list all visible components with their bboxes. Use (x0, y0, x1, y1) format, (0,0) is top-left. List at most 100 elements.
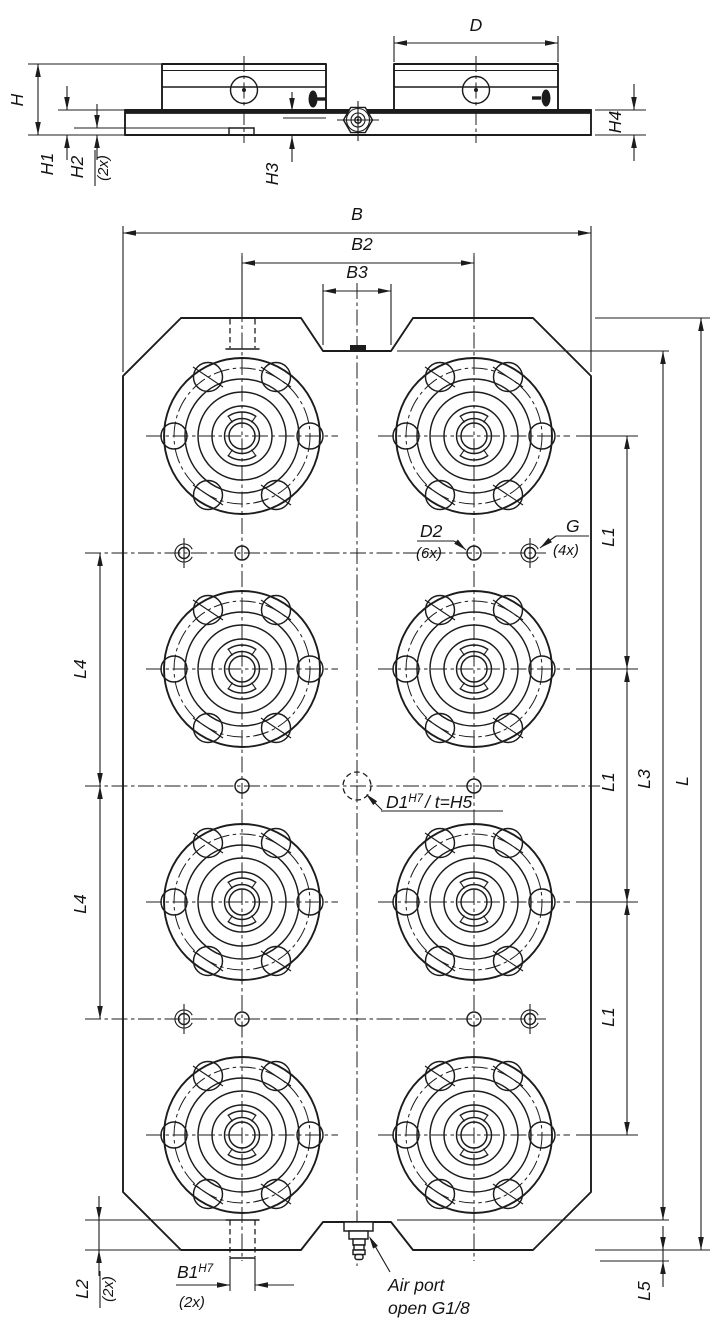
dimension-arrowhead (394, 40, 407, 46)
dimension-arrowhead (97, 1006, 103, 1019)
dimension-arrowhead (242, 260, 255, 266)
dimension-arrowhead (366, 794, 378, 806)
clamping-module-side (161, 56, 327, 143)
callout-count-G: (4x) (553, 542, 579, 559)
dimension-arrowhead (289, 98, 295, 111)
dimension-arrowhead (660, 1261, 666, 1274)
callout-label-G: G (566, 516, 580, 536)
dimension-arrowhead (540, 537, 552, 548)
dim-label-B2: B2 (351, 234, 373, 254)
d1-bore (342, 771, 372, 801)
clamping-module (392, 590, 556, 748)
dimension-arrowhead (123, 230, 136, 236)
dim-count-B1: (2x) (179, 1294, 205, 1311)
dim-label-D: D (470, 15, 483, 35)
dim-label-B3: B3 (346, 262, 368, 282)
dim-label-H3: H3 (262, 163, 282, 186)
dimension-arrowhead (545, 40, 558, 46)
dimension-arrowhead (660, 1207, 666, 1220)
dim-label-L3: L3 (634, 769, 654, 789)
plan-view (85, 253, 638, 1291)
dimension-arrowhead (217, 1282, 230, 1288)
dimension-arrowhead (64, 135, 70, 148)
clamping-module (160, 1056, 324, 1214)
clamp-screw-icon (308, 90, 326, 108)
dim-label-L5: L5 (634, 1281, 654, 1301)
callout-G: G (4x) (539, 516, 589, 559)
side-view-dimensions: H H1 H2 (2x) H3 H4 D (7, 15, 646, 186)
dimension-arrowhead (97, 786, 103, 799)
dimension-arrowhead (289, 136, 295, 149)
dim-label-H2: H2 (67, 156, 87, 179)
d2-holes (234, 545, 482, 1027)
dim-label-L1: L1 (598, 772, 618, 791)
clamping-module (160, 590, 324, 748)
dimension-arrowhead (624, 1122, 630, 1135)
dimension-arrowhead (97, 773, 103, 786)
callout-D1: D1H7/ t=H5 (366, 792, 503, 812)
dimension-arrowhead (624, 669, 630, 682)
dimension-arrowhead (64, 97, 70, 110)
dim-count-H2: (2x) (95, 155, 112, 181)
clamping-module (392, 357, 556, 515)
air-fitting-side (337, 101, 379, 141)
dimension-arrowhead (323, 288, 336, 294)
dimension-arrowhead (624, 902, 630, 915)
clamping-module-side (393, 56, 559, 143)
dimension-arrowhead (624, 656, 630, 669)
plate-outline (122, 317, 592, 1251)
dimension-arrowhead (96, 1250, 102, 1263)
g-thread-holes (174, 538, 539, 1034)
note-air-port: Air port open G1/8 (369, 1236, 470, 1318)
dimension-arrowhead (624, 889, 630, 902)
dimension-arrowhead (35, 122, 41, 135)
callout-label-D1: D1H7/ t=H5 (386, 792, 473, 812)
dim-label-B: B (351, 204, 363, 224)
dimension-arrowhead (255, 1282, 268, 1288)
dim-label-L4: L4 (70, 659, 90, 679)
dim-count-L2: (2x) (100, 1276, 117, 1302)
dim-label-B1: B1H7 (177, 1262, 214, 1282)
clamping-module (160, 823, 324, 981)
clamping-module (392, 823, 556, 981)
dim-label-L2: L2 (72, 1279, 92, 1299)
dimension-arrowhead (96, 1207, 102, 1220)
dimension-arrowhead (578, 230, 591, 236)
dimension-arrowhead (660, 1237, 666, 1250)
centerlines (85, 253, 638, 1266)
dimension-arrowhead (698, 318, 704, 331)
dim-label-L1: L1 (598, 1007, 618, 1026)
dimension-arrowhead (631, 135, 637, 148)
dim-label-L: L (672, 776, 692, 786)
dimension-arrowhead (97, 553, 103, 566)
dimension-arrowhead (378, 288, 391, 294)
dim-label-L4: L4 (70, 894, 90, 914)
dimension-arrowhead (369, 1236, 378, 1249)
dimension-arrowhead (698, 1237, 704, 1250)
dimension-arrowhead (631, 97, 637, 110)
plan-view-dimensions: BB2B3LL3L1L1L1L4L4L2(2x)L5B1H7(2x)D2(6x)… (70, 204, 710, 1318)
air-fitting-plan (343, 1221, 374, 1261)
dim-label-H: H (7, 93, 27, 106)
callout-label-D2: D2 (420, 521, 443, 541)
note-air-port-line2: open G1/8 (388, 1298, 470, 1318)
dimension-arrowhead (94, 135, 100, 148)
dimension-arrowhead (624, 436, 630, 449)
dimension-arrowhead (461, 260, 474, 266)
dim-label-L1: L1 (598, 527, 618, 546)
dimension-arrowhead (454, 539, 466, 550)
dim-label-H1: H1 (37, 153, 57, 175)
callout-count-D2: (6x) (416, 545, 442, 562)
side-elevation-view (124, 56, 592, 143)
top-port-mark (350, 345, 366, 351)
dimension-arrowhead (660, 351, 666, 364)
dim-label-H4: H4 (605, 111, 625, 134)
note-air-port-line1: Air port (387, 1275, 446, 1295)
clamping-module (160, 357, 324, 515)
clamp-screw-icon (532, 89, 551, 107)
dimension-arrowhead (35, 64, 41, 77)
callout-D2: D2 (6x) (416, 521, 467, 562)
dimension-arrowhead (94, 115, 100, 128)
